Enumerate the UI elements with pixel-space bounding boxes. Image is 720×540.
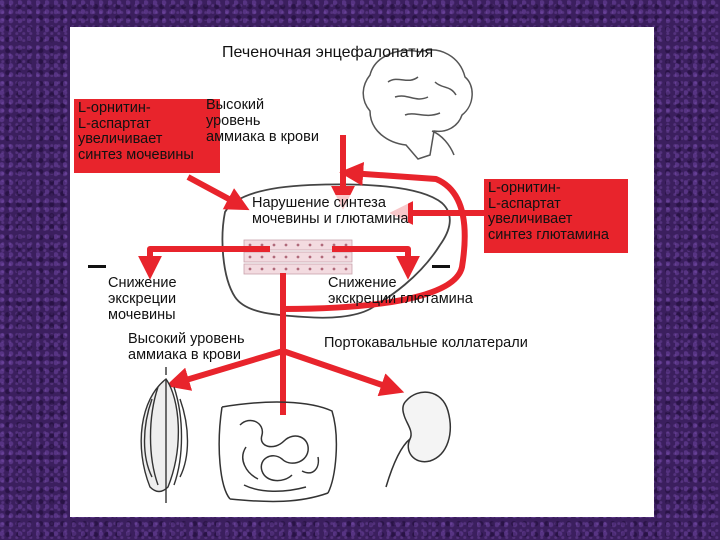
diagram-panel: Печеночная энцефалопатия L-орнитин- L-ас… <box>70 27 654 517</box>
muscle-icon <box>140 367 189 503</box>
glutamine-excretion-label: Снижение экскреции глютамина <box>328 275 473 307</box>
left-red-box: L-орнитин- L-аспартат увеличивает синтез… <box>74 99 220 173</box>
arrow-trunk-to-kidney <box>282 348 405 397</box>
portocaval-label: Портокавальные коллатерали <box>324 335 528 351</box>
arrow-trunk-to-muscle <box>165 348 284 391</box>
synthesis-disorder-label: Нарушение синтеза мочевины и глютамина <box>252 195 409 227</box>
high-ammonia-top-label: Высокий уровень аммиака в крови <box>206 97 319 145</box>
diagram-title: Печеночная энцефалопатия <box>222 44 434 61</box>
arrow-portocaval <box>282 161 468 312</box>
intestine-icon <box>218 401 338 503</box>
arrow-left-box-to-liver <box>186 174 250 211</box>
brain-icon <box>362 49 473 160</box>
right-red-box: L-орнитин- L-аспартат увеличивает синтез… <box>484 179 628 253</box>
arrow-liver-to-glutamine <box>332 246 420 280</box>
high-ammonia-bottom-label: Высокий уровень аммиака в крови <box>128 331 245 363</box>
urea-excretion-label: Снижение экскреции мочевины <box>108 275 177 323</box>
minus-sign-left <box>88 265 106 268</box>
diagram-graphics <box>138 49 484 503</box>
minus-sign-right <box>432 265 450 268</box>
kidney-icon <box>385 391 451 488</box>
arrow-liver-to-urea <box>138 246 270 280</box>
